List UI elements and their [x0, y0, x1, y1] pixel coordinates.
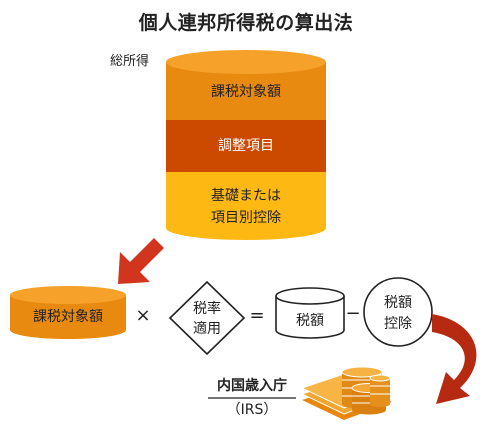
- tax-amount-cylinder: [275, 287, 345, 339]
- tax-credit-label-line2: 控除: [384, 316, 412, 332]
- tax-credit-circle: [363, 277, 433, 347]
- tax-amount-label: 税額: [296, 313, 324, 329]
- tax-credit-label-line1: 税額: [384, 295, 412, 311]
- coins-and-bills-icon: [300, 366, 394, 420]
- irs-abbreviation: （IRS）: [226, 402, 278, 418]
- tax-rate-label-line2: 適用: [193, 321, 221, 337]
- irs-name: 内国歳入庁: [217, 378, 287, 394]
- formula-taxable-income-label: 課税対象額: [33, 309, 103, 325]
- deductions-layer: [166, 170, 326, 240]
- adjustments-label: 調整項目: [218, 138, 274, 154]
- adjustments-layer: [166, 118, 326, 172]
- tax-rate-diamond: [168, 280, 246, 356]
- big-cylinder-top: [166, 50, 326, 74]
- deductions-label-line1: 基礎または: [211, 188, 281, 204]
- deductions-label-line2: 項目別控除: [211, 210, 281, 226]
- minus-operator: −: [345, 303, 361, 324]
- down-left-arrow: [118, 238, 164, 284]
- small-cylinder: [10, 286, 126, 339]
- big-taxable-income-label: 課税対象額: [211, 84, 281, 100]
- curved-arrow: [432, 314, 477, 404]
- diagram-title: 個人連邦所得税の算出法: [138, 12, 354, 34]
- tax-rate-label-line1: 税率: [193, 301, 221, 317]
- big-cylinder: [166, 50, 326, 240]
- equals-operator: =: [249, 305, 265, 326]
- multiply-operator: ×: [135, 305, 151, 326]
- gross-income-label: 総所得: [110, 54, 150, 69]
